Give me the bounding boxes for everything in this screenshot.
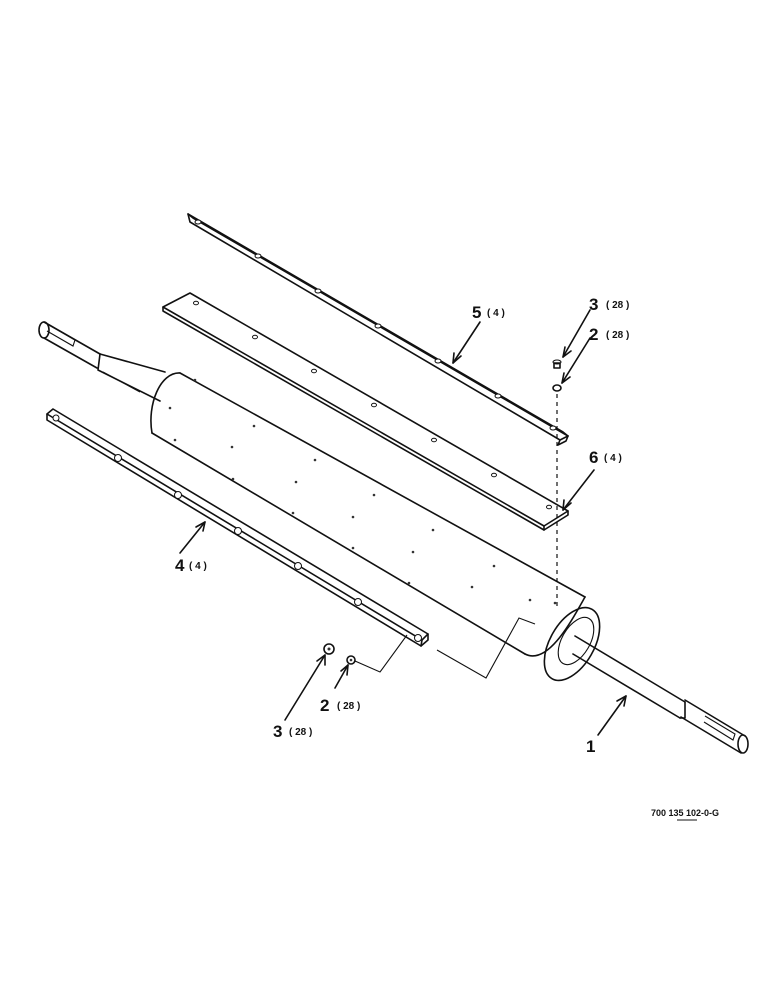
callout-3-lower-qty: ( 28 ) — [289, 727, 312, 738]
callout-4: 4 — [175, 556, 185, 575]
callout-2-upper: 2 — [589, 325, 598, 344]
callout-6: 6 — [589, 448, 598, 467]
callout-2-lower: 2 — [320, 696, 329, 715]
roller-hole-pattern — [168, 378, 557, 605]
drawing-number: 700 135 102-0-G — [651, 808, 719, 818]
callout-5-qty: ( 4 ) — [487, 308, 505, 319]
part-1-right-shaft — [572, 635, 749, 754]
callout-6-qty: ( 4 ) — [604, 453, 622, 464]
part-4-bar — [46, 408, 429, 647]
callout-3-upper-qty: ( 28 ) — [606, 300, 629, 311]
part-1-left-shaft — [38, 321, 166, 402]
part-6-plate — [162, 292, 569, 531]
part-5-holes — [194, 219, 557, 431]
part-1-roller — [150, 372, 601, 682]
callout-3-lower: 3 — [273, 722, 282, 741]
callout-5: 5 — [472, 303, 481, 322]
lower-fasteners — [323, 643, 356, 665]
leader-arrows — [179, 309, 627, 736]
part-5-strip — [187, 213, 569, 446]
part-6-holes — [193, 300, 552, 510]
callout-4-qty: ( 4 ) — [189, 561, 207, 572]
callout-3-upper: 3 — [589, 295, 598, 314]
callout-1: 1 — [586, 737, 595, 756]
callout-2-lower-qty: ( 28 ) — [337, 701, 360, 712]
callout-labels: 3 ( 28 ) 2 ( 28 ) 5 ( 4 ) 6 ( 4 ) 4 ( 4 … — [175, 295, 629, 756]
connection-lines — [354, 617, 536, 679]
callout-2-upper-qty: ( 28 ) — [606, 330, 629, 341]
upper-fasteners — [552, 359, 562, 610]
part-4-holes — [52, 414, 422, 642]
